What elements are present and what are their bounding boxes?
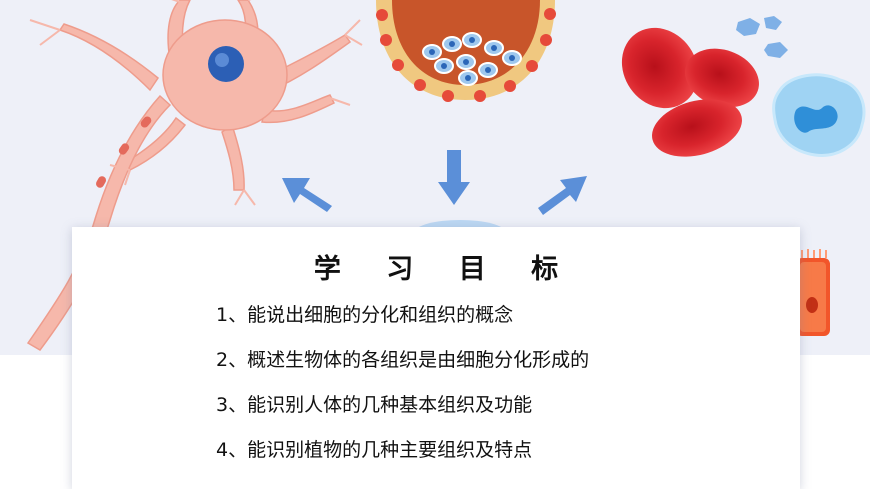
epithelial-cell xyxy=(796,249,830,336)
objective-item: 4、能识别植物的几种主要组织及特点 xyxy=(216,439,533,461)
objective-item: 3、能识别人体的几种基本组织及功能 xyxy=(216,394,533,416)
arrow-up-right xyxy=(538,176,587,215)
white-blood-cell xyxy=(772,73,866,157)
objectives-list: 1、能说出细胞的分化和组织的概念 2、概述生物体的各组织是由细胞分化形成的 3、… xyxy=(216,299,589,479)
neuron xyxy=(26,0,352,351)
learning-objectives-card: 学 习 目 标 1、能说出细胞的分化和组织的概念 2、概述生物体的各组织是由细胞… xyxy=(72,227,800,489)
red-blood-cells xyxy=(621,27,759,157)
arrow-up-left xyxy=(282,178,332,212)
card-title: 学 习 目 标 xyxy=(313,254,577,285)
platelets xyxy=(736,16,788,58)
blood-vessel-cross-section xyxy=(376,0,556,102)
objective-item: 1、能说出细胞的分化和组织的概念 xyxy=(216,304,514,326)
objective-item: 2、概述生物体的各组织是由细胞分化形成的 xyxy=(216,349,590,371)
arrow-down xyxy=(438,150,470,205)
